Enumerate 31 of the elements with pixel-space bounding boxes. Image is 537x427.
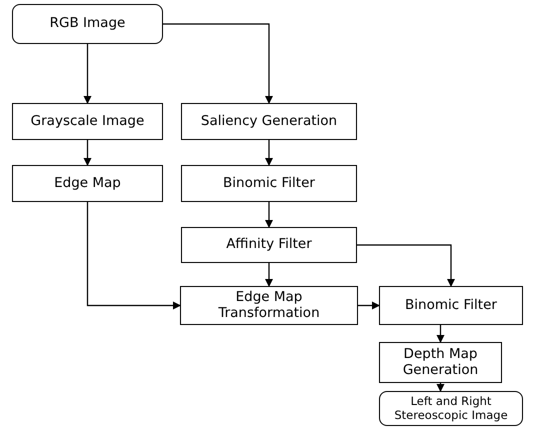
process-box — [12, 165, 163, 202]
process-box — [180, 286, 358, 325]
node-label: Left and Right Stereoscopic Image — [393, 395, 509, 422]
process-box — [181, 103, 357, 140]
node-label: Depth Map Generation — [402, 346, 480, 378]
process-box — [379, 286, 523, 325]
arrow — [436, 383, 444, 392]
arrow — [358, 302, 380, 310]
arrow — [357, 244, 455, 287]
node-label: Binomic Filter — [405, 298, 497, 314]
arrow — [265, 202, 273, 228]
terminal-box — [12, 4, 163, 44]
arrow — [84, 44, 92, 104]
terminal-box — [379, 391, 523, 426]
node-label: Grayscale Image — [30, 114, 144, 130]
node-label: Binomic Filter — [223, 176, 315, 192]
arrow — [86, 202, 181, 310]
arrow — [84, 140, 92, 166]
node-label: Edge Map — [54, 176, 121, 192]
node-label: Affinity Filter — [226, 237, 312, 253]
arrow — [265, 263, 273, 287]
node-label: RGB Image — [50, 16, 126, 32]
arrow — [265, 140, 273, 166]
node-label: Saliency Generation — [200, 114, 338, 130]
node-label: Edge Map Transformation — [217, 290, 321, 322]
process-box — [181, 227, 357, 263]
process-box — [12, 103, 163, 140]
process-box — [379, 342, 502, 383]
arrow — [436, 325, 444, 343]
process-box — [181, 165, 357, 202]
arrow — [163, 23, 273, 104]
